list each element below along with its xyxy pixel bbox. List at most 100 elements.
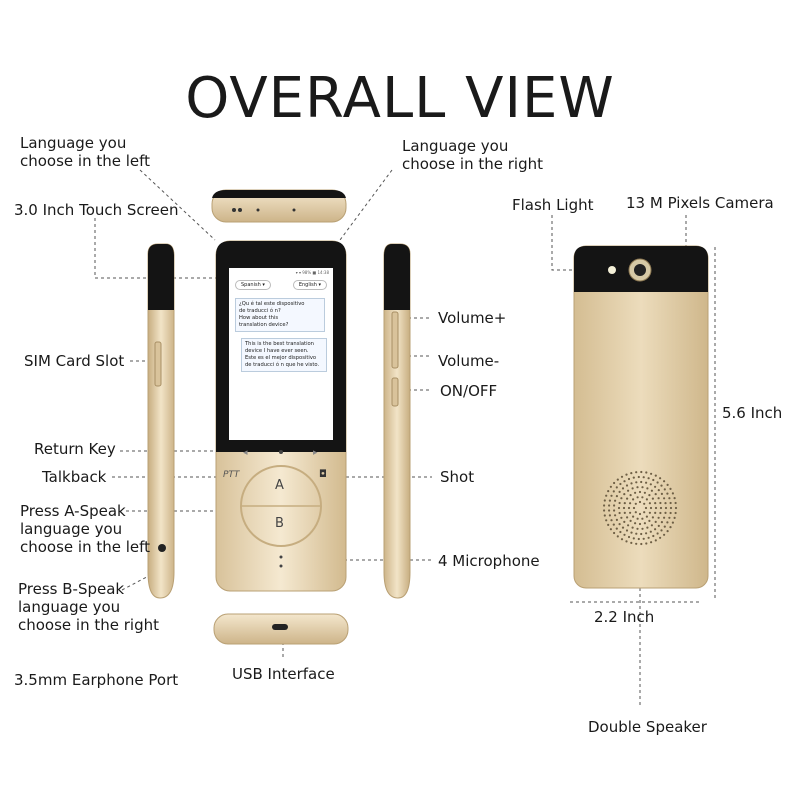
key-b[interactable]: B	[275, 516, 284, 531]
label-usb-interface: USB Interface	[232, 665, 335, 683]
speaker-hole	[615, 527, 618, 530]
speaker-hole	[656, 481, 659, 484]
speaker-hole	[651, 497, 654, 500]
label-shot: Shot	[440, 468, 475, 486]
speaker-hole	[612, 523, 615, 526]
speaker-hole	[674, 501, 677, 505]
speaker-hole	[659, 477, 662, 480]
speaker-hole	[629, 519, 632, 522]
key-a[interactable]: A	[275, 478, 284, 493]
speaker-hole	[663, 497, 666, 500]
speaker-hole	[632, 515, 635, 518]
speaker-hole	[632, 537, 635, 540]
speaker-hole	[664, 502, 667, 505]
speaker-hole	[664, 506, 668, 510]
label-volume-down: Volume-	[438, 352, 500, 370]
label-sim-slot: SIM Card Slot	[24, 352, 125, 370]
speaker-hole	[647, 477, 650, 480]
speaker-hole	[620, 497, 623, 500]
speaker-hole	[603, 514, 606, 517]
speaker-hole	[616, 535, 619, 538]
speaker-hole	[652, 478, 655, 482]
speaker-hole	[637, 537, 640, 541]
label-on-off: ON/OFF	[440, 382, 498, 400]
speaker-hole	[654, 539, 657, 542]
speaker-hole	[621, 526, 625, 529]
speaker-hole	[612, 490, 615, 493]
speaker-hole	[643, 491, 646, 494]
device-front-view: ▾ ▾ 98% ■ 14:38 Spanish ▾ English ▾ ¿Qu …	[215, 240, 347, 592]
speaker-hole	[625, 473, 628, 476]
speaker-hole	[613, 504, 616, 507]
speaker-hole	[630, 482, 633, 485]
speaker-hole	[649, 483, 652, 486]
speaker-hole	[663, 525, 666, 528]
speaker-hole	[644, 506, 648, 510]
speaker-hole	[650, 541, 653, 544]
speaker-hole	[659, 511, 662, 515]
speaker-hole	[610, 494, 613, 497]
speaker-hole	[609, 485, 612, 488]
speaker-hole	[669, 511, 672, 515]
speaker-hole	[609, 528, 612, 531]
label-height: 5.6 Inch	[722, 404, 783, 422]
speaker-hole	[640, 532, 643, 536]
speaker-hole	[605, 519, 608, 522]
speaker-hole	[651, 516, 654, 519]
speaker-hole	[608, 504, 611, 507]
speaker-hole	[657, 489, 660, 492]
screen-lang-a-selector[interactable]: Spanish ▾	[235, 280, 271, 290]
label-touch-screen: 3.0 Inch Touch Screen	[14, 201, 179, 219]
speaker-hole	[648, 511, 651, 514]
speaker-hole	[660, 521, 663, 524]
speaker-hole	[660, 484, 663, 487]
speaker-hole	[626, 497, 629, 500]
bubble2-line1: This is the best translation	[245, 341, 314, 347]
speaker-hole	[645, 481, 648, 484]
speaker-hole	[632, 498, 635, 501]
speaker-hole	[666, 521, 669, 524]
menu-key-icon[interactable]: ▸	[313, 448, 318, 458]
speaker-hole	[627, 524, 630, 527]
screen-lang-b-selector[interactable]: English ▾	[292, 280, 327, 290]
page-title: OVERALL VIEW	[185, 66, 615, 131]
speaker-hole	[623, 502, 626, 505]
speaker-hole	[641, 527, 644, 530]
speaker-hole	[618, 501, 621, 505]
screen-bubble-1: ¿Qu é tal este dispositivo de traducci ó…	[235, 298, 325, 332]
speaker-hole	[673, 516, 676, 519]
speaker-hole	[623, 533, 626, 536]
return-key-icon[interactable]: ◂	[243, 448, 248, 458]
speaker-hole	[635, 471, 638, 474]
device-back-view	[573, 245, 709, 589]
speaker-hole	[645, 542, 648, 545]
speaker-hole	[631, 526, 634, 529]
speaker-hole	[631, 487, 634, 490]
speaker-hole	[629, 494, 632, 497]
speaker-hole	[647, 536, 650, 539]
speaker-hole	[636, 496, 639, 499]
speaker-hole	[629, 502, 632, 505]
speaker-hole	[634, 491, 637, 494]
shot-camera-icon[interactable]: ◘	[319, 469, 327, 480]
screen-status-bar: ▾ ▾ 98% ■ 14:38	[295, 270, 329, 275]
speaker-hole	[638, 490, 642, 494]
speaker-hole	[654, 506, 658, 510]
speaker-hole	[638, 500, 642, 504]
speaker-hole	[616, 478, 619, 481]
speaker-hole	[630, 531, 633, 534]
speaker-hole	[630, 472, 633, 475]
label-volume-up: Volume+	[438, 309, 507, 327]
speaker-hole	[654, 493, 657, 496]
speaker-hole	[649, 530, 652, 533]
speaker-hole	[654, 520, 657, 523]
speaker-hole	[627, 535, 631, 539]
speaker-hole	[650, 472, 653, 475]
speaker-hole	[617, 506, 621, 510]
speaker-hole	[648, 502, 651, 505]
label-lang-left: Language you choose in the left	[20, 134, 151, 170]
speaker-hole	[603, 509, 606, 512]
speaker-hole	[663, 488, 666, 491]
speaker-hole	[619, 530, 622, 534]
speaker-hole	[625, 484, 629, 487]
